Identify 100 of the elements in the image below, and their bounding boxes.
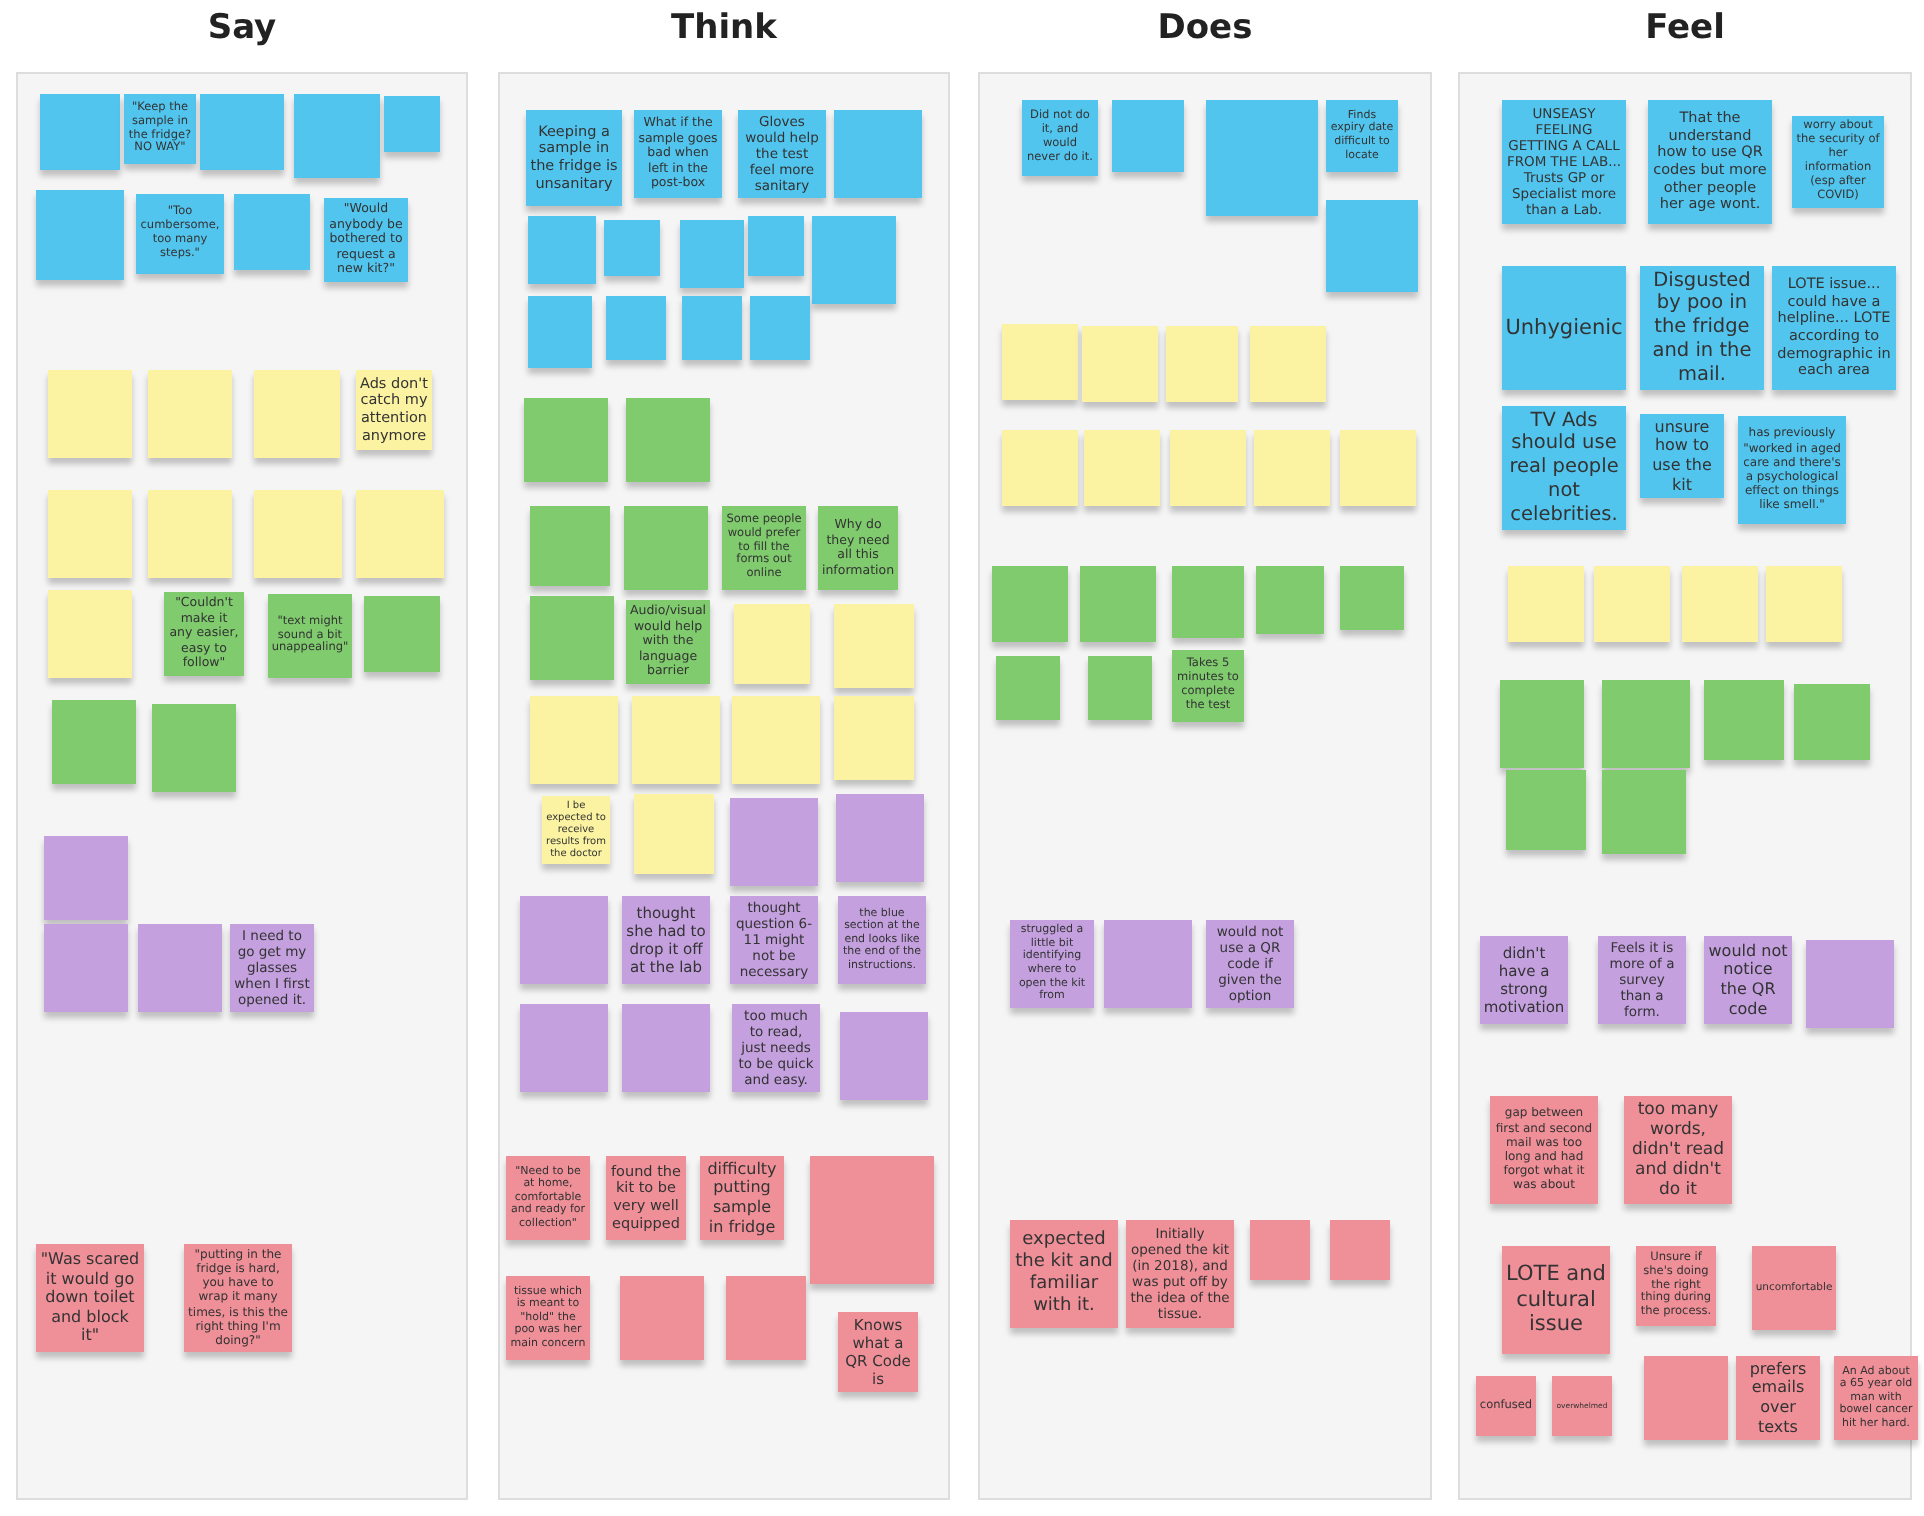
sticky-note bbox=[136, 194, 224, 274]
sticky-note bbox=[732, 696, 820, 784]
sticky-note bbox=[1326, 200, 1418, 292]
sticky-note bbox=[680, 220, 744, 288]
column-heading: Feel bbox=[1643, 8, 1727, 48]
sticky-note bbox=[836, 794, 924, 882]
sticky-note bbox=[1508, 566, 1584, 642]
sticky-note bbox=[530, 696, 618, 784]
sticky-note bbox=[1104, 920, 1192, 1008]
sticky-note bbox=[200, 94, 284, 170]
sticky-note bbox=[682, 296, 742, 360]
sticky-note bbox=[818, 506, 898, 590]
sticky-note bbox=[1704, 680, 1784, 760]
note-text: difficulty putting sample in fridge bbox=[705, 1159, 779, 1237]
note-text: would not notice the QR code bbox=[1708, 941, 1788, 1019]
sticky-note bbox=[624, 506, 708, 590]
note-text: TV Ads should use real people not celebrities. bbox=[1507, 409, 1621, 527]
sticky-note bbox=[1170, 430, 1246, 506]
sticky-note bbox=[152, 704, 236, 792]
sticky-note bbox=[148, 370, 232, 458]
sticky-note bbox=[634, 794, 714, 874]
sticky-note bbox=[1502, 1246, 1610, 1354]
sticky-note bbox=[524, 398, 608, 482]
sticky-note bbox=[1340, 430, 1416, 506]
sticky-note bbox=[604, 220, 660, 276]
sticky-note bbox=[1500, 680, 1584, 768]
sticky-note bbox=[44, 836, 128, 920]
sticky-note bbox=[44, 924, 128, 1012]
sticky-note bbox=[1002, 324, 1078, 400]
note-text: "Was scared it would go down toilet and block it" bbox=[40, 1250, 140, 1346]
sticky-note bbox=[996, 656, 1060, 720]
sticky-note bbox=[730, 798, 818, 886]
sticky-note bbox=[234, 194, 310, 270]
sticky-note bbox=[254, 370, 340, 458]
sticky-note bbox=[52, 700, 136, 784]
sticky-note bbox=[810, 1156, 934, 1284]
sticky-note bbox=[40, 94, 120, 170]
sticky-note bbox=[530, 506, 610, 586]
sticky-note bbox=[528, 216, 596, 284]
sticky-note bbox=[734, 604, 810, 684]
sticky-note bbox=[812, 216, 896, 304]
sticky-note bbox=[356, 490, 444, 578]
sticky-note bbox=[840, 1012, 928, 1100]
note-text: expected the kit and familiar with it. bbox=[1014, 1230, 1114, 1318]
note-text: prefers emails over texts bbox=[1747, 1359, 1809, 1437]
sticky-note bbox=[632, 696, 720, 784]
note-text: LOTE and cultural issue bbox=[1506, 1262, 1606, 1338]
sticky-note bbox=[834, 696, 914, 780]
sticky-note bbox=[520, 896, 608, 984]
sticky-note bbox=[384, 96, 440, 152]
sticky-note bbox=[1166, 326, 1238, 402]
sticky-note bbox=[1682, 566, 1758, 642]
note-text: Unhygienic bbox=[1505, 315, 1623, 341]
sticky-note bbox=[606, 296, 666, 360]
sticky-note bbox=[750, 296, 810, 360]
sticky-note bbox=[1736, 1356, 1820, 1440]
sticky-note bbox=[622, 1004, 710, 1092]
sticky-note bbox=[1806, 940, 1894, 1028]
sticky-note bbox=[1112, 100, 1184, 172]
sticky-note bbox=[1476, 1376, 1536, 1436]
sticky-note bbox=[1088, 656, 1152, 720]
sticky-note bbox=[1172, 566, 1244, 638]
note-text: too many words, didn't read and didn't do it bbox=[1629, 1099, 1727, 1201]
sticky-note bbox=[838, 896, 926, 984]
sticky-note bbox=[748, 216, 804, 276]
sticky-note bbox=[1002, 430, 1078, 506]
sticky-note bbox=[834, 604, 914, 688]
sticky-note bbox=[528, 296, 592, 368]
sticky-note bbox=[530, 596, 614, 680]
sticky-note bbox=[1502, 266, 1626, 390]
sticky-note bbox=[1330, 1220, 1390, 1280]
sticky-note bbox=[620, 1276, 704, 1360]
sticky-note bbox=[1340, 566, 1404, 630]
sticky-note bbox=[1752, 1246, 1836, 1330]
sticky-note bbox=[834, 110, 922, 198]
sticky-note bbox=[148, 490, 232, 578]
column-heading: Think bbox=[669, 8, 779, 48]
sticky-note bbox=[1250, 326, 1326, 402]
column-heading: Say bbox=[205, 8, 279, 48]
sticky-note bbox=[1080, 566, 1156, 642]
sticky-note bbox=[1794, 684, 1870, 760]
sticky-note bbox=[1250, 1220, 1310, 1280]
sticky-note bbox=[254, 490, 342, 578]
sticky-note bbox=[1254, 430, 1330, 506]
sticky-note bbox=[992, 566, 1068, 642]
sticky-note bbox=[1594, 566, 1670, 642]
sticky-note bbox=[268, 594, 352, 678]
sticky-note bbox=[1602, 680, 1690, 768]
sticky-note bbox=[48, 370, 132, 458]
sticky-note bbox=[726, 1276, 806, 1360]
sticky-note bbox=[138, 924, 222, 1012]
note-text: Disgusted by poo in the fridge and in the mail. bbox=[1650, 269, 1754, 387]
sticky-note bbox=[36, 190, 124, 280]
sticky-note bbox=[1022, 100, 1098, 176]
sticky-note bbox=[48, 590, 132, 678]
sticky-note bbox=[48, 490, 132, 578]
sticky-note bbox=[1206, 100, 1318, 216]
sticky-note bbox=[1602, 770, 1686, 854]
sticky-note bbox=[1506, 770, 1586, 850]
sticky-note bbox=[1256, 566, 1324, 634]
